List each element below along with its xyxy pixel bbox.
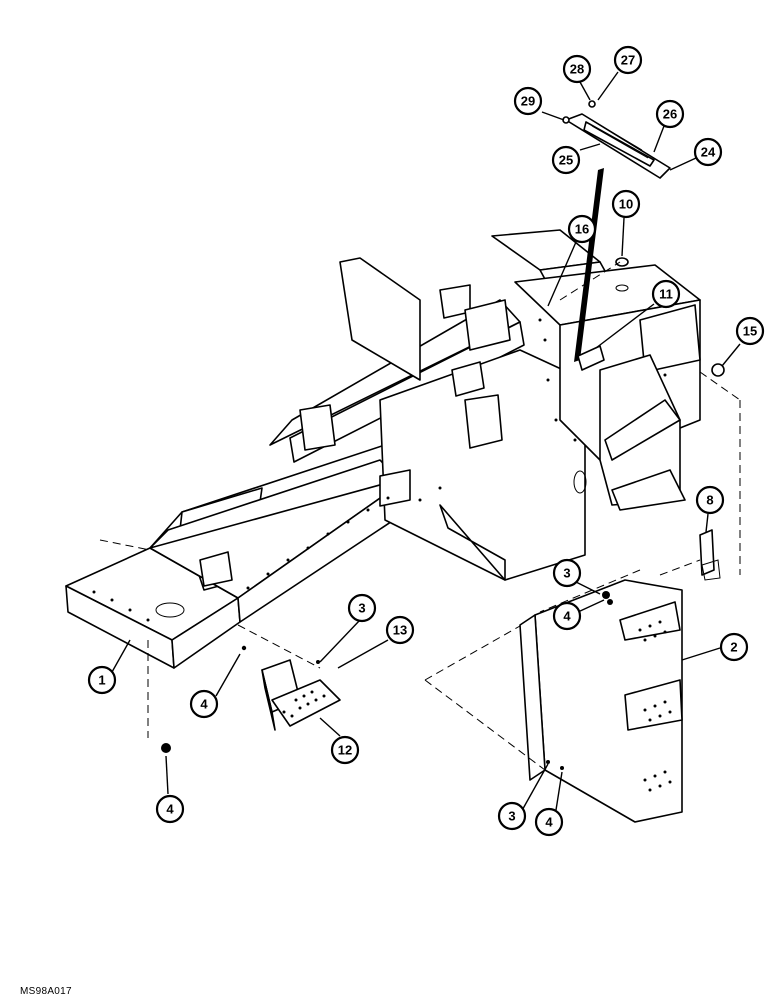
svg-text:3: 3 [358, 601, 365, 616]
callout-4-step2-upper: 4 [552, 601, 582, 631]
callout-4-lower: 4 [155, 794, 185, 824]
svg-text:29: 29 [521, 94, 535, 109]
svg-text:4: 4 [166, 802, 174, 817]
callout-24: 24 [693, 137, 723, 167]
callout-8: 8 [695, 485, 725, 515]
svg-text:26: 26 [663, 107, 677, 122]
svg-text:28: 28 [570, 62, 584, 77]
callout-26: 26 [655, 99, 685, 129]
callout-12: 12 [330, 735, 360, 765]
step-2 [519, 529, 721, 823]
svg-text:10: 10 [619, 197, 633, 212]
figure-code: MS98A017 [20, 986, 72, 997]
svg-text:24: 24 [701, 145, 716, 160]
callout-25: 25 [551, 145, 581, 175]
step-12 [261, 659, 341, 731]
callout-4-frame: 4 [189, 689, 219, 719]
svg-text:11: 11 [659, 287, 673, 302]
callout-29: 29 [513, 86, 543, 116]
callout-10: 10 [611, 189, 641, 219]
svg-text:3: 3 [563, 566, 570, 581]
callout-11: 11 [651, 279, 681, 309]
main-frame [65, 229, 701, 669]
svg-text:8: 8 [706, 493, 713, 508]
leader-lines [111, 71, 741, 815]
plug-15 [711, 363, 725, 377]
svg-text:25: 25 [559, 153, 573, 168]
svg-text:3: 3 [508, 809, 515, 824]
svg-text:12: 12 [338, 743, 352, 758]
phantom-lines [99, 261, 741, 771]
callout-16: 16 [567, 214, 597, 244]
svg-text:27: 27 [621, 53, 635, 68]
svg-text:2: 2 [730, 640, 737, 655]
callout-3-step2-upper: 3 [552, 558, 582, 588]
callout-3-step12: 3 [347, 593, 377, 623]
callout-15: 15 [735, 316, 765, 346]
callout-1: 1 [87, 665, 117, 695]
callout-3-step2-lower: 3 [497, 801, 527, 831]
callout-28: 28 [562, 54, 592, 84]
callout-27: 27 [613, 45, 643, 75]
svg-text:4: 4 [200, 697, 208, 712]
svg-text:16: 16 [575, 222, 589, 237]
callout-2: 2 [719, 632, 749, 662]
svg-text:1: 1 [98, 673, 105, 688]
upper-bracket-assembly [562, 100, 671, 371]
svg-text:13: 13 [393, 623, 407, 638]
callout-13: 13 [385, 615, 415, 645]
nut-4-lower [161, 743, 171, 753]
svg-text:15: 15 [743, 324, 757, 339]
callout-4-step2-lower: 4 [534, 807, 564, 837]
svg-text:4: 4 [563, 609, 571, 624]
svg-text:4: 4 [545, 815, 553, 830]
